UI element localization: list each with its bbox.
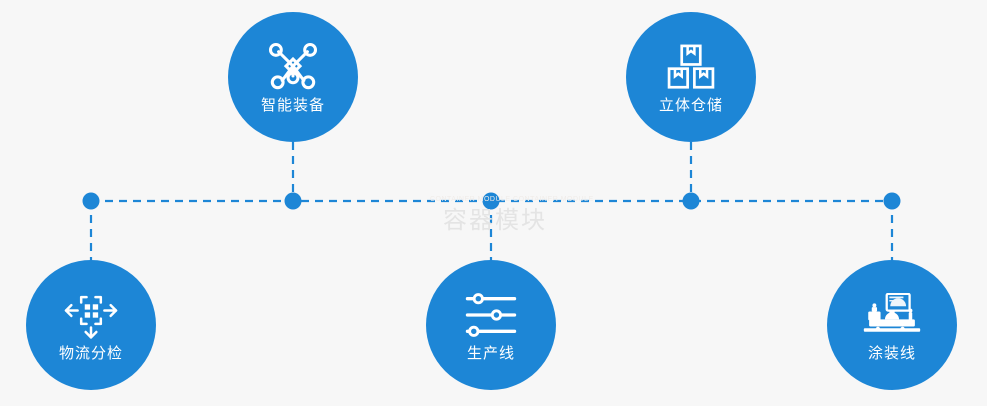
- node-intelligent-equipment[interactable]: 智能装备: [228, 12, 358, 142]
- node-production-line[interactable]: 生产线: [426, 260, 556, 390]
- node-painting-line[interactable]: 涂装线: [827, 260, 957, 390]
- sorting-arrows-icon: [59, 287, 123, 343]
- node-logistics-sorting[interactable]: 物流分检: [26, 260, 156, 390]
- junction-dot: [883, 192, 901, 210]
- network-nodes-icon: [261, 39, 325, 95]
- node-label: 智能装备: [260, 97, 325, 114]
- node-label: 物流分检: [58, 345, 123, 362]
- node-label: 立体仓储: [658, 97, 723, 114]
- factory-machine-icon: [860, 287, 924, 343]
- watermark-subtext: CONTAINER MODULE CONTAINER MODULE: [430, 196, 594, 203]
- junction-dot: [82, 192, 100, 210]
- junction-dot: [482, 192, 500, 210]
- node-stereoscopic-warehouse[interactable]: 立体仓储: [626, 12, 756, 142]
- junction-dot: [682, 192, 700, 210]
- watermark-text: 容器模块: [443, 207, 547, 234]
- junction-dot: [284, 192, 302, 210]
- node-label: 涂装线: [867, 345, 916, 362]
- stacked-boxes-icon: [659, 39, 723, 95]
- sliders-icon: [459, 287, 523, 343]
- node-label: 生产线: [466, 345, 515, 362]
